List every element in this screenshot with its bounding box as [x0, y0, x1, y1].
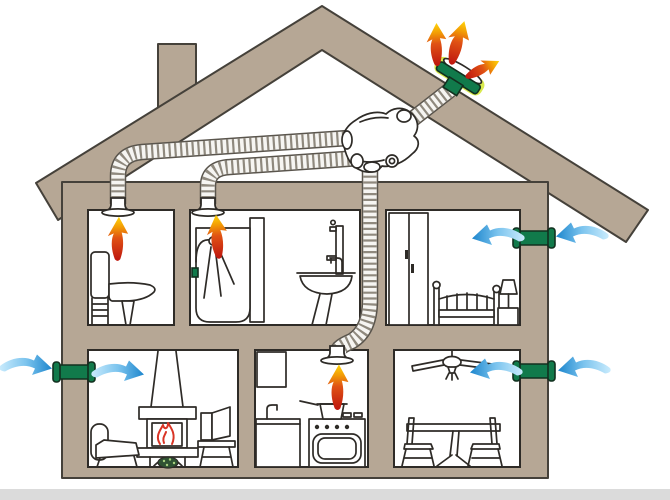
room-kitchen [254, 349, 369, 468]
sink-counter [255, 404, 301, 468]
nightstand-lamp [497, 279, 519, 326]
toilet [90, 251, 156, 326]
bed [432, 280, 501, 326]
basin-faucet [329, 257, 343, 273]
tv-on-stand [197, 406, 236, 468]
shower-valve [191, 267, 199, 278]
kitchen-faucet [266, 404, 278, 420]
pedestal-table [406, 423, 501, 467]
wall-cabinet [256, 351, 287, 388]
wash-basin [296, 219, 356, 326]
room-bedroom [385, 209, 521, 326]
flame [156, 422, 175, 445]
capped-spare-port [385, 154, 399, 168]
wall-vent-living [52, 361, 96, 383]
log-pile [157, 456, 179, 469]
room-bathroom [87, 209, 175, 326]
shower-cabin [191, 217, 265, 323]
armchair [90, 423, 140, 468]
roof [35, 5, 649, 243]
chair-left [401, 417, 435, 467]
chair-right [467, 417, 503, 467]
room-living [87, 349, 239, 469]
wardrobe [388, 212, 429, 326]
duct-manifold [341, 107, 420, 173]
fireplace [136, 350, 199, 469]
bottom-border-bar [0, 489, 670, 500]
